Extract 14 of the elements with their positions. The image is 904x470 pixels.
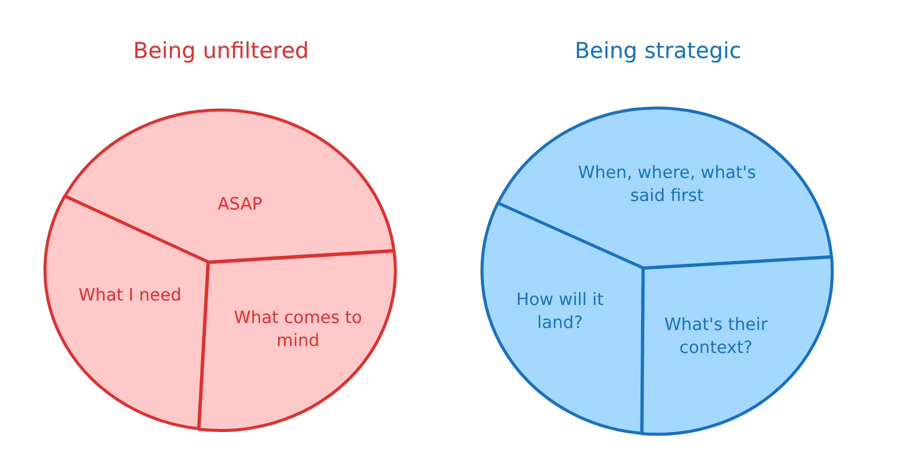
- pie-segment: [64, 110, 394, 262]
- segment-label: What's their context?: [663, 314, 769, 360]
- pie-segment: [45, 196, 208, 429]
- chart-title: Being strategic: [574, 39, 742, 64]
- pie-segment: [198, 250, 395, 430]
- segment-label: How will it land?: [515, 289, 605, 335]
- chart-title: Being unfiltered: [132, 39, 310, 64]
- segment-label: What comes to mind: [232, 307, 364, 353]
- segment-label: What I need: [77, 284, 182, 308]
- segment-label: When, where, what's said first: [577, 162, 757, 208]
- segment-label: ASAP: [216, 194, 264, 216]
- pie-segment: [482, 203, 643, 434]
- pie-segment: [642, 256, 832, 434]
- pie-segment: [498, 108, 832, 268]
